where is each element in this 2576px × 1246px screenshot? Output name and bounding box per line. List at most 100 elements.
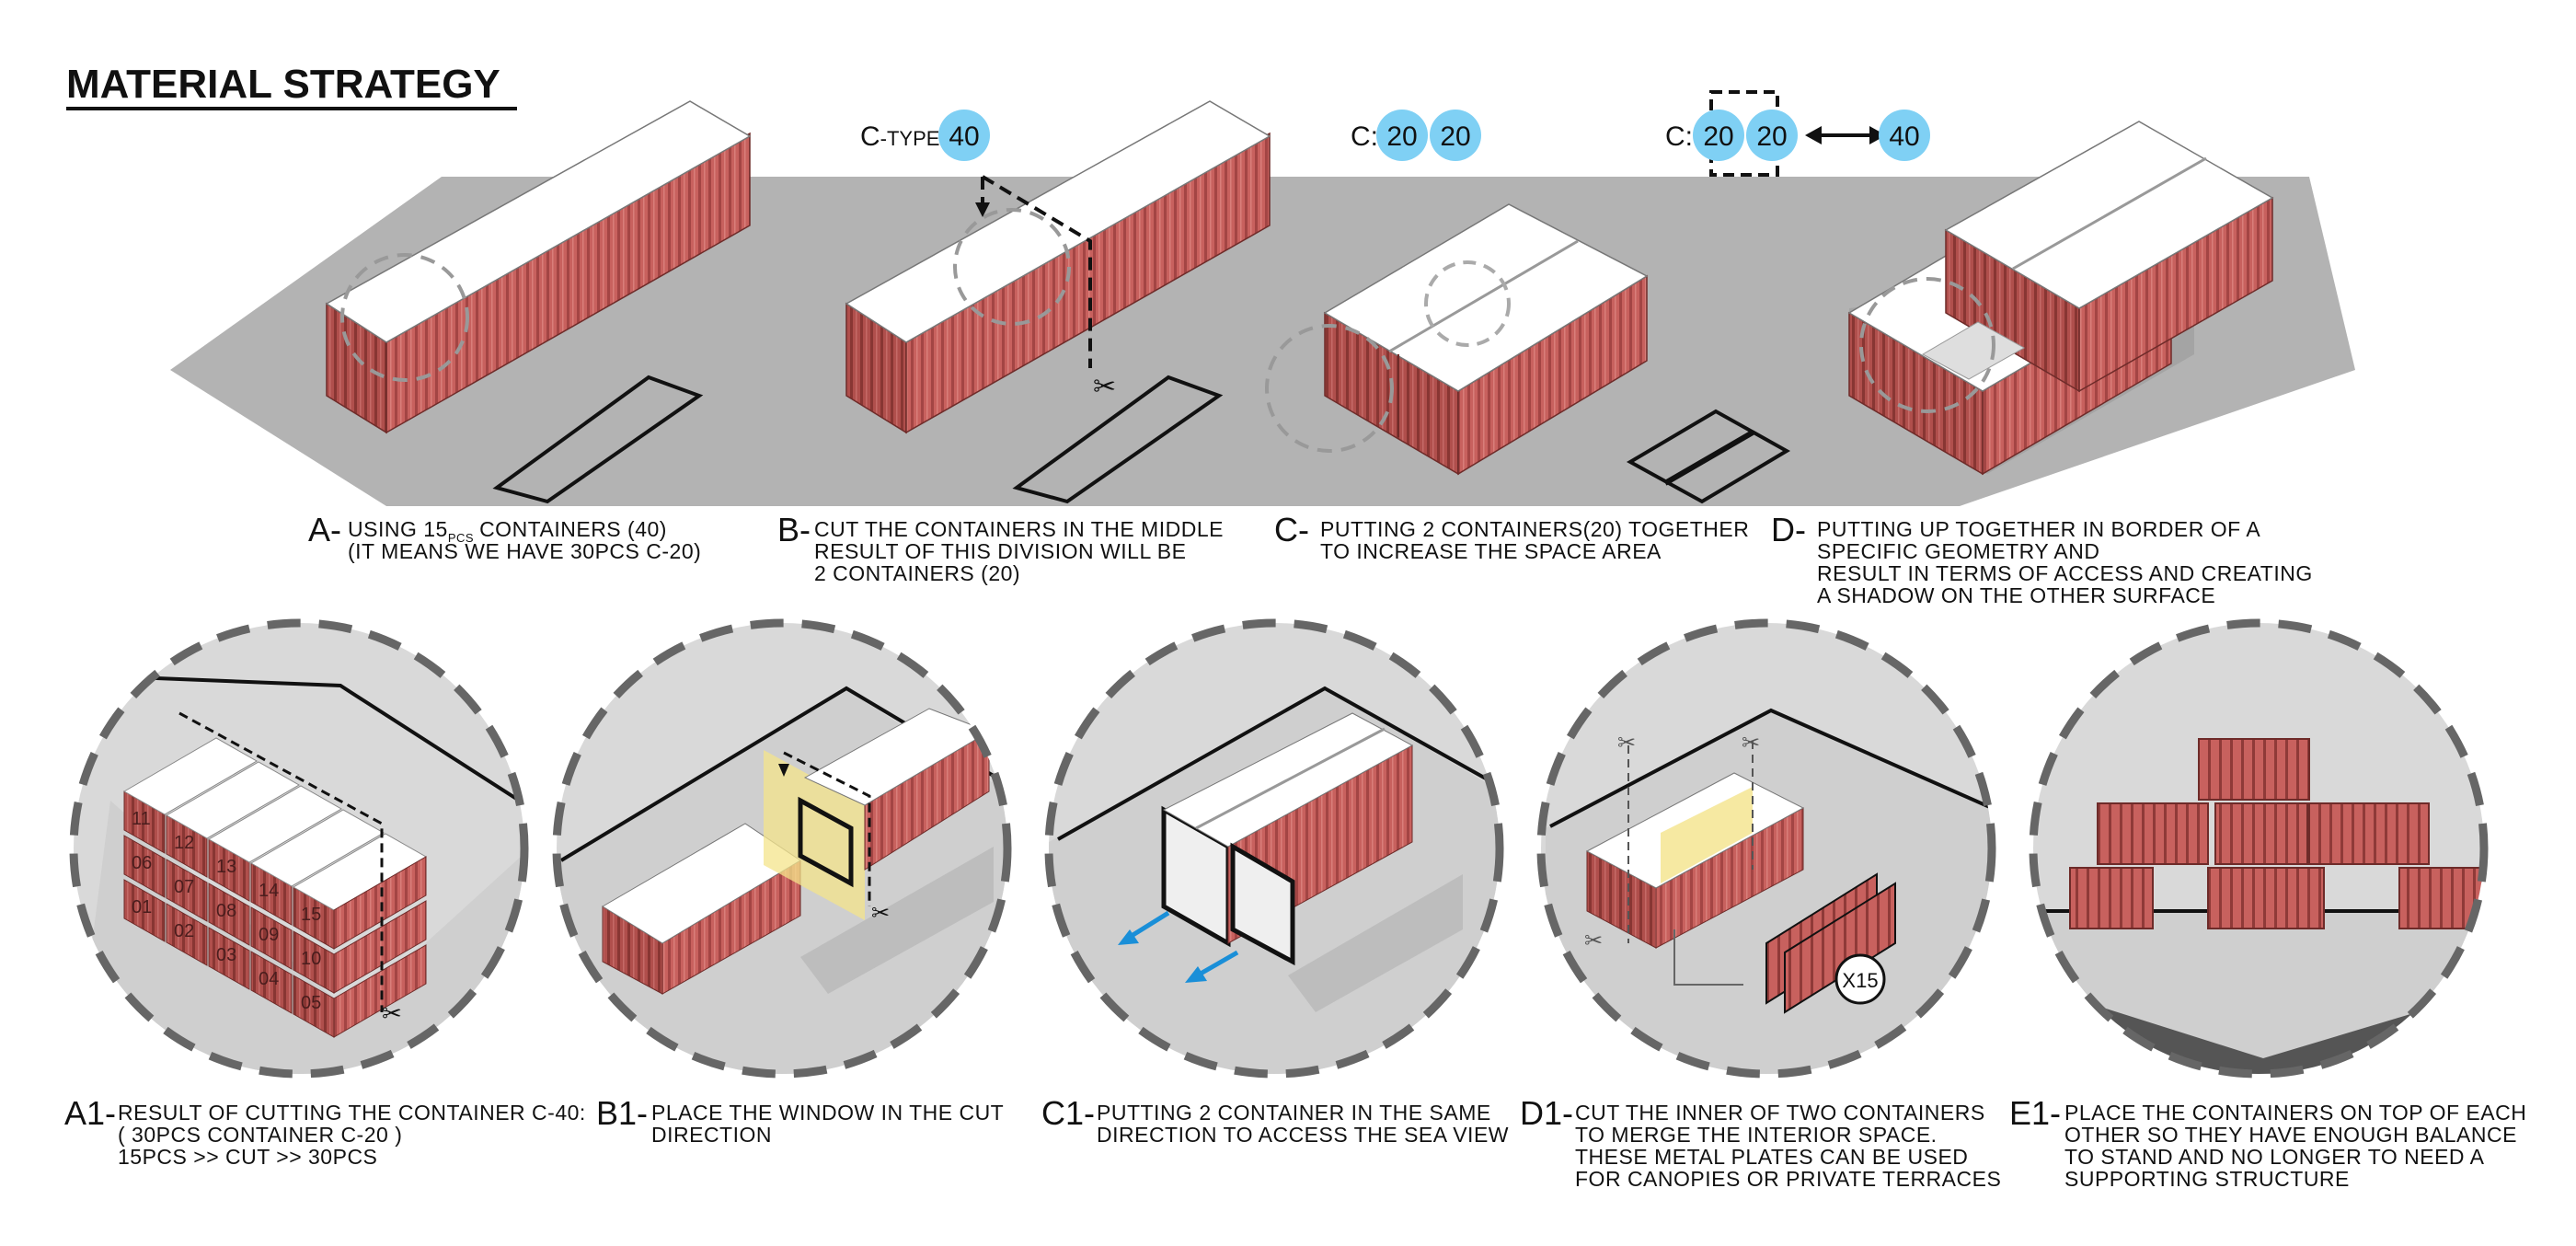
detail-circle-c2 [1424,260,1511,347]
svg-text:20: 20 [1386,121,1417,152]
svg-text:(IT MEANS WE HAVE 30PCS C-20): (IT MEANS WE HAVE 30PCS C-20) [348,539,701,563]
svg-text:PUTTING 2 CONTAINERS(20) TOGET: PUTTING 2 CONTAINERS(20) TOGETHER [1320,517,1749,541]
cut-line-b1 [783,751,871,906]
svg-text:PUTTING UP TOGETHER IN BORDER: PUTTING UP TOGETHER IN BORDER OF A [1817,517,2260,541]
caption-b: B- CUT THE CONTAINERS IN THE MIDDLE RESU… [777,511,1224,585]
stack-container: 06 [123,835,166,898]
stack-number: 05 [301,993,321,1013]
svg-text:E1-: E1- [2009,1094,2061,1132]
svg-text:40: 40 [1889,121,1919,152]
svg-text:B1-: B1- [596,1094,648,1132]
svg-text:20: 20 [1440,121,1470,152]
pyramid-container [2097,802,2209,865]
stack-container: 10 [293,900,427,994]
stack-container: 13 [207,785,343,902]
plates-count-badge [1834,953,1886,1005]
svg-text:TO INCREASE THE SPACE AREA: TO INCREASE THE SPACE AREA [1320,539,1662,563]
cut-line-a1 [178,711,384,1012]
scissors-icon-b1: ✂ [871,901,890,926]
svg-text:C-: C- [1274,511,1309,548]
sea-view-arrow-1 [1125,910,1170,941]
badge-40-b [938,110,990,161]
svg-text:SUPPORTING STRUCTURE: SUPPORTING STRUCTURE [2064,1167,2350,1191]
stack-number: 06 [132,853,152,873]
svg-text:A1-: A1- [64,1094,116,1132]
stack-number: 14 [259,881,279,901]
svg-text:RESULT OF CUTTING THE CONTAINE: RESULT OF CUTTING THE CONTAINER C-40: [118,1101,586,1125]
detail-c1 [1044,618,1504,1079]
caption-e1: E1- PLACE THE CONTAINERS ON TOP OF EACH … [2009,1094,2526,1191]
caption-b1: B1- PLACE THE WINDOW IN THE CUT DIRECTIO… [596,1094,1004,1147]
stack-container: 03 [208,927,250,990]
svg-text:RESULT IN TERMS OF ACCESS AND: RESULT IN TERMS OF ACCESS AND CREATING [1817,561,2313,585]
svg-text:CUT THE CONTAINERS IN THE MIDD: CUT THE CONTAINERS IN THE MIDDLE [814,517,1224,541]
page-title: MATERIAL STRATEGY [66,62,500,107]
scissors-icon-d1a: ✂ [1617,731,1636,756]
svg-text:A-: A- [308,511,341,548]
stack-container: 12 [165,761,301,878]
svg-text:FOR CANOPIES OR PRIVATE TERRAC: FOR CANOPIES OR PRIVATE TERRACES [1575,1167,2001,1191]
caption-d1: D1- CUT THE INNER OF TWO CONTAINERS TO M… [1520,1094,2001,1191]
detail-e1 [2029,618,2489,1079]
svg-text:TO MERGE THE INTERIOR SPACE.: TO MERGE THE INTERIOR SPACE. [1575,1123,1938,1147]
svg-text:A SHADOW ON THE OTHER SURFACE: A SHADOW ON THE OTHER SURFACE [1817,583,2215,607]
svg-text:TO STAND AND NO LONGER TO NEED: TO STAND AND NO LONGER TO NEED A [2064,1145,2485,1169]
svg-text:2 CONTAINERS (20): 2 CONTAINERS (20) [814,561,1020,585]
badge-group-d: C: 20 20 40 [1665,90,1930,177]
stack-container: 07 [166,859,208,922]
metal-plate-2 [1784,882,1896,1014]
stack-number: 10 [301,949,321,969]
badge-20-c2 [1430,110,1481,161]
stack-container: 11 [122,737,259,854]
pyramid-container [2214,802,2308,865]
stack-container: 02 [166,903,208,966]
pyramid-container [2198,738,2310,801]
stack-container: 04 [250,951,293,1014]
stack-number: 07 [174,877,194,897]
detail-b1: ✂ [552,618,1012,1079]
svg-text:B-: B- [777,511,811,548]
detail-circle-d [1859,277,1995,413]
badge-d-prefix: C: [1665,121,1693,152]
container-a-long [325,100,752,434]
footprint-b [1012,375,1224,504]
svg-text:CUT THE INNER OF TWO CONTAINER: CUT THE INNER OF TWO CONTAINERS [1575,1101,1985,1125]
svg-text:( 30PCS CONTAINER C-20 ): ( 30PCS CONTAINER C-20 ) [118,1123,402,1147]
containers-c-pair [1265,203,1649,476]
stack-number: 09 [259,925,279,945]
stack-container: 09 [250,906,293,970]
svg-text:THESE METAL PLATES CAN BE USED: THESE METAL PLATES CAN BE USED [1575,1145,1968,1169]
caption-a1: A1- RESULT OF CUTTING THE CONTAINER C-40… [64,1094,586,1169]
scissors-icon: ✂ [1093,372,1116,402]
svg-text:D1-: D1- [1520,1094,1573,1132]
badge-group-b: C-TYPE: 40 [860,110,990,161]
stack-number: 04 [259,969,279,989]
svg-text:15PCS >> CUT >> 30PCS: 15PCS >> CUT >> 30PCS [118,1145,377,1169]
caption-c: C- PUTTING 2 CONTAINERS(20) TOGETHER TO … [1274,511,1749,563]
stack-number: 15 [301,905,321,925]
detail-circle-b [953,208,1071,326]
svg-text:PLACE THE CONTAINERS ON TOP OF: PLACE THE CONTAINERS ON TOP OF EACH [2064,1101,2526,1125]
stack-container: 15 [292,833,428,950]
svg-text:OTHER SO THEY HAVE ENOUGH BALA: OTHER SO THEY HAVE ENOUGH BALANCE [2064,1123,2517,1147]
badge-40-d [1879,110,1930,161]
badge-20-d1 [1693,110,1744,161]
ground-plane [170,177,2355,506]
stack-number: 08 [216,901,236,921]
scissors-icon-a1: ✂ [382,999,402,1027]
stack-number: 13 [216,857,236,877]
svg-text:D-: D- [1771,511,1806,548]
pyramid-container [2207,867,2325,929]
svg-text:RESULT OF THIS DIVISION WILL B: RESULT OF THIS DIVISION WILL BE [814,539,1186,563]
badge-40-b-text: 40 [949,121,979,152]
svg-text:SPECIFIC GEOMETRY AND: SPECIFIC GEOMETRY AND [1817,539,2099,563]
stack-container: 08 [208,883,250,946]
stack-container: 05 [293,944,427,1038]
scissors-icon-d1c: ✂ [1584,929,1603,953]
pyramid-container [2398,867,2483,929]
footprint-a [492,375,704,504]
svg-text:PUTTING 2 CONTAINER IN THE SAM: PUTTING 2 CONTAINER IN THE SAME [1097,1101,1491,1125]
pyramid-container [2308,802,2430,865]
